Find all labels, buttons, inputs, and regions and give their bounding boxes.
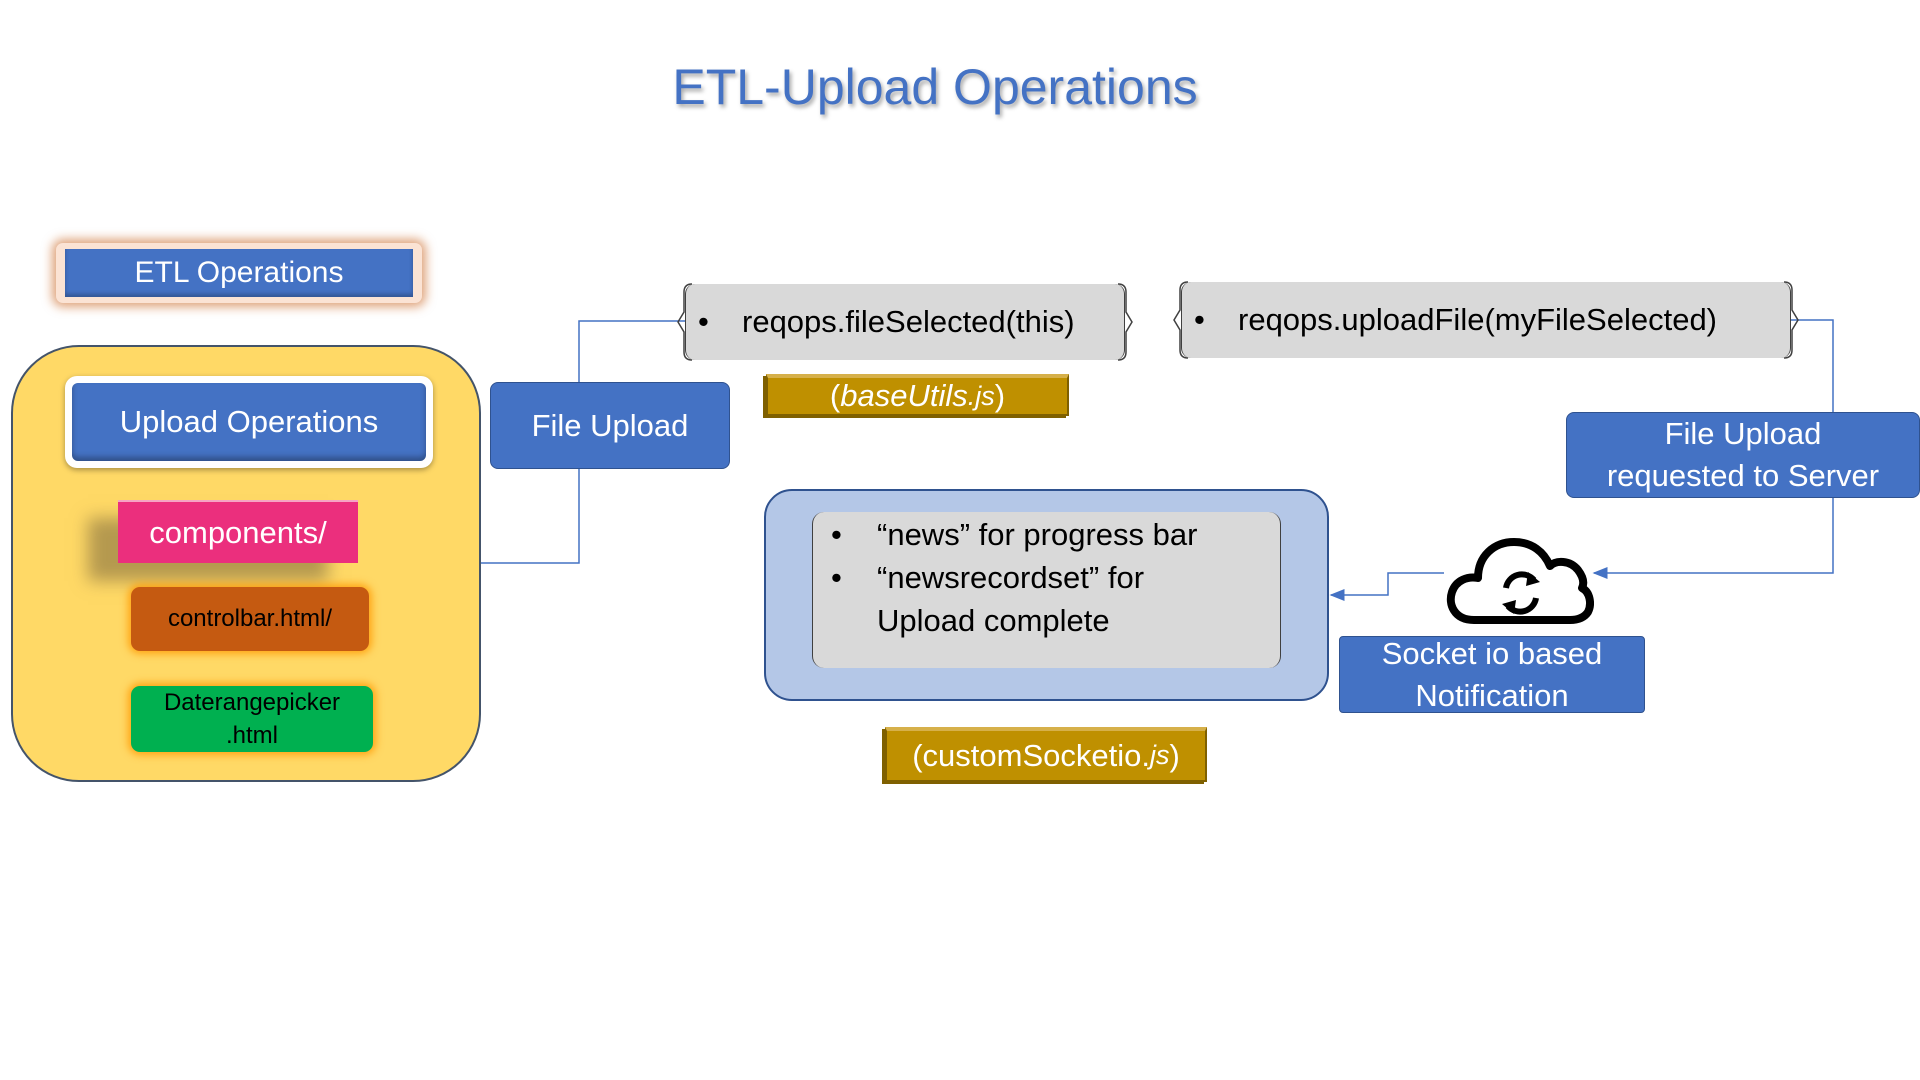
baseutils-name: baseUtils: [840, 378, 968, 413]
baseutils-scroll-label: (baseUtils.js): [766, 374, 1069, 416]
customsocketio-close: ): [1169, 737, 1180, 773]
file-upload-requested-box: File Upload requested to Server: [1566, 412, 1920, 498]
server-request-line1: File Upload: [1664, 416, 1822, 451]
file-selected-call: reqops.fileSelected(this): [698, 304, 1075, 340]
connector-upload-file-to-server: [1791, 319, 1834, 412]
customsocketio-ext: js: [1149, 740, 1170, 770]
baseutils-close: ): [994, 378, 1006, 413]
connector-server-to-cloud: [1592, 498, 1834, 579]
etl-operations-box: ETL Operations: [56, 243, 422, 303]
daterangepicker-line2: .html: [225, 722, 278, 749]
socket-notification-line1: Socket io based: [1381, 635, 1603, 671]
notification-item-newsrecordset-line2: Upload complete: [877, 603, 1110, 638]
upload-operations-label: Upload Operations: [72, 383, 426, 461]
customsocketio-scroll-label: (customSocketio.js): [885, 727, 1207, 782]
socket-notification-line2: Notification: [1415, 677, 1569, 713]
components-folder-label: components/: [118, 500, 358, 563]
server-request-line2: requested to Server: [1606, 458, 1880, 493]
upload-file-call-box: reqops.uploadFile(myFileSelected): [1181, 282, 1791, 358]
connector-container-to-file-upload: [481, 469, 580, 564]
daterangepicker-file-label: Daterangepicker .html: [131, 686, 373, 752]
connector-cloud-to-notifications: [1329, 572, 1444, 601]
connector-file-upload-to-file-selected: [578, 320, 685, 382]
baseutils-open: (: [829, 378, 841, 413]
file-selected-call-box: reqops.fileSelected(this): [685, 284, 1125, 360]
upload-operations-box: Upload Operations: [65, 376, 433, 468]
diagram-title: ETL-Upload Operations: [672, 59, 1198, 115]
baseutils-ext: .js: [967, 380, 995, 411]
etl-operations-label: ETL Operations: [65, 249, 413, 297]
cloud-sync-icon: [1446, 538, 1594, 624]
notification-item-newsrecordset: “newsrecordset” for Upload complete: [831, 556, 1280, 642]
controlbar-file-label: controlbar.html/: [131, 587, 369, 651]
notification-item-news: “news” for progress bar: [831, 513, 1280, 556]
notification-item-newsrecordset-line1: “newsrecordset” for: [877, 560, 1145, 595]
notifications-list-box: “news” for progress bar “newsrecordset” …: [812, 512, 1281, 668]
customsocketio-prefix: (customSocketio.: [912, 737, 1150, 773]
daterangepicker-line1: Daterangepicker: [163, 689, 341, 716]
upload-file-call: reqops.uploadFile(myFileSelected): [1194, 302, 1717, 338]
socket-notification-box: Socket io based Notification: [1339, 636, 1645, 713]
file-upload-box: File Upload: [490, 382, 730, 469]
